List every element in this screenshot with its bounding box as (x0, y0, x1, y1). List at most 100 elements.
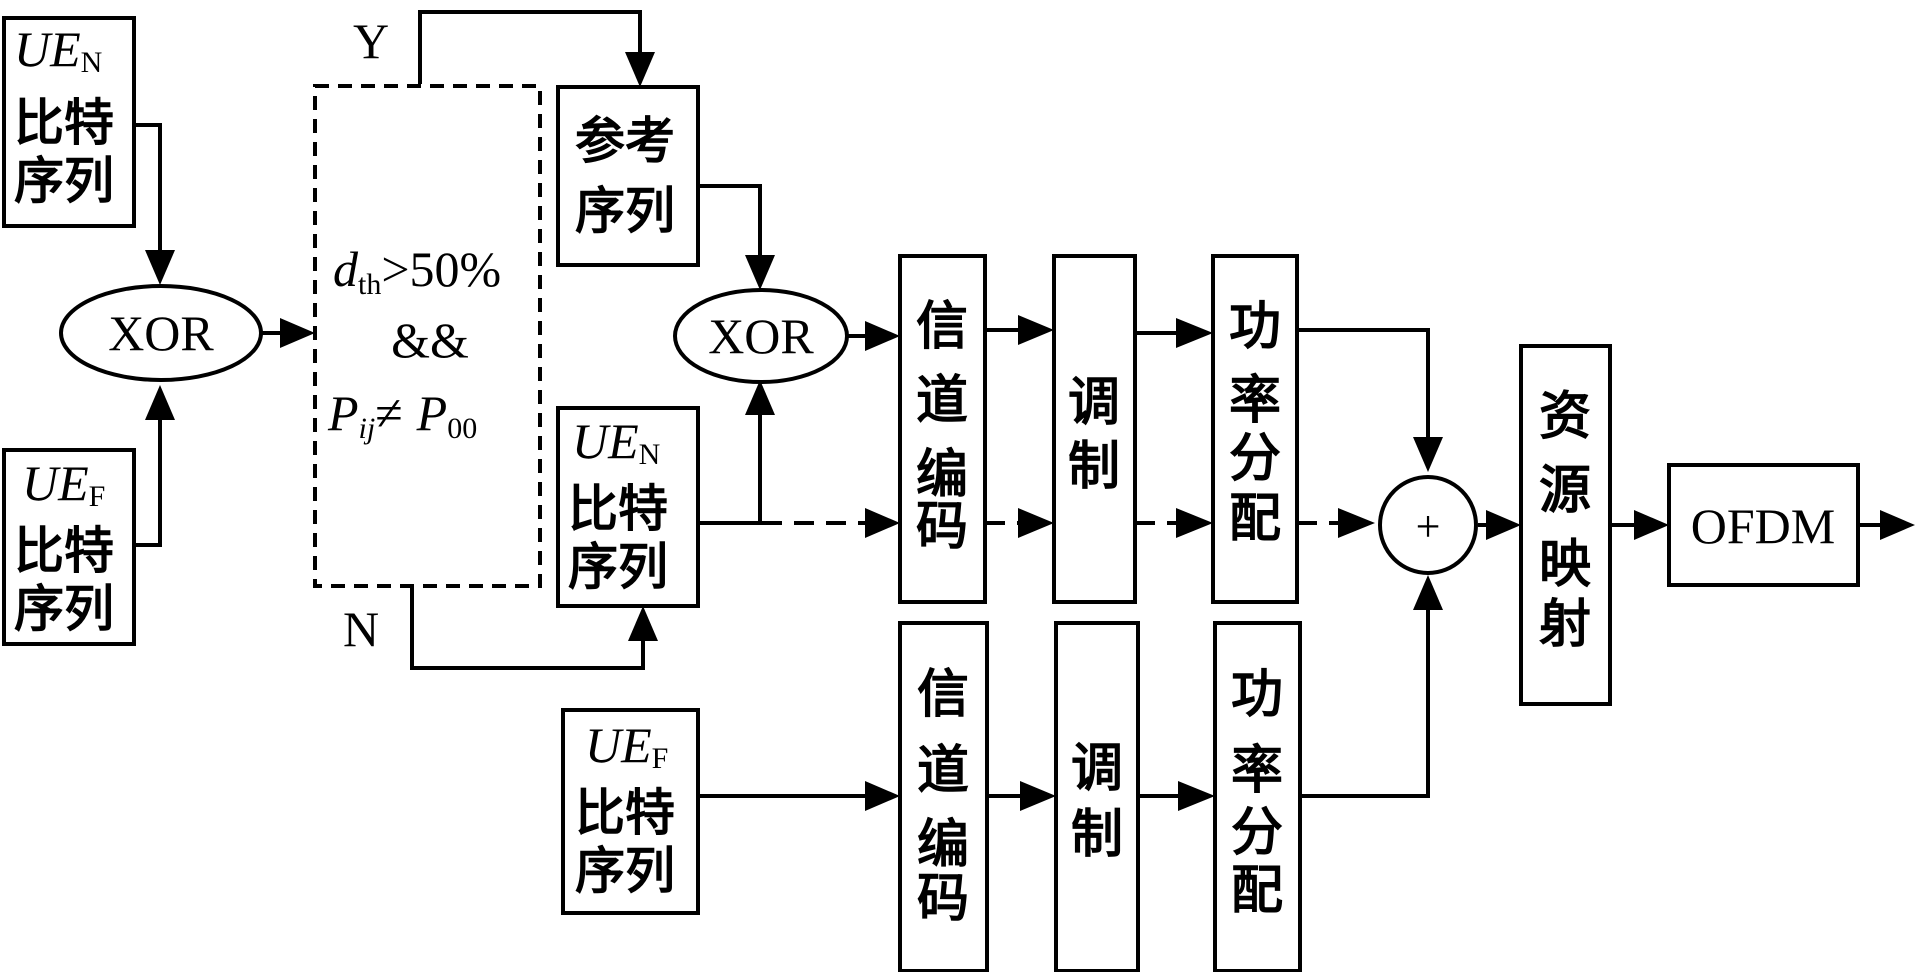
coding-char: 信 (916, 297, 968, 357)
arrowhead (865, 781, 900, 811)
bit-label: 比特 (575, 784, 675, 842)
power-char: 配 (1229, 489, 1281, 549)
bit-label: 比特 (14, 94, 114, 152)
arrowhead (1880, 510, 1915, 540)
branch-no-label: N (343, 601, 379, 657)
power-char: 分 (1231, 803, 1283, 863)
arrowhead (1018, 315, 1054, 345)
ue-sub-label: F (89, 480, 106, 513)
ue-sub-label: N (81, 46, 103, 79)
ofdm-block: OFDM (1667, 463, 1860, 587)
arrowhead (1178, 781, 1215, 811)
bit-label: 比特 (568, 480, 668, 538)
bit-label: 比特 (14, 522, 114, 580)
xor-label: XOR (708, 308, 814, 364)
arrowhead (145, 385, 175, 420)
adder-symbol: + (1416, 502, 1441, 551)
power-char: 配 (1231, 861, 1283, 921)
ue-sub-label: F (652, 742, 669, 775)
condition-d: d (333, 241, 359, 297)
arrowhead (280, 318, 315, 348)
edge-uef-left-to-xor1 (134, 415, 162, 547)
connectors (108, 10, 1915, 811)
power-char: 功 (1229, 297, 1281, 357)
power-char: 功 (1231, 665, 1283, 725)
arrowhead (1634, 510, 1669, 540)
coding-char: 码 (917, 869, 969, 929)
coding-char: 编 (917, 815, 969, 875)
arrowhead (1020, 781, 1056, 811)
edge-no-to-uen-mid (410, 586, 645, 670)
mapping-char: 射 (1539, 595, 1591, 655)
edge-uen-mid-to-xor2 (698, 410, 762, 525)
edge-reference-to-xor2 (698, 184, 762, 260)
svg-text:dth>50%: dth>50% (333, 241, 501, 301)
ofdm-label: OFDM (1691, 498, 1835, 554)
channel-coding-top: 信 道 编 码 (898, 254, 987, 604)
condition-p-sub: ij (359, 412, 376, 445)
condition-p2: P (416, 385, 448, 441)
mapping-char: 映 (1539, 535, 1591, 595)
coding-char: 码 (916, 497, 968, 557)
arrowhead (865, 321, 900, 351)
channel-coding-bottom: 信 道 编 码 (898, 621, 989, 972)
condition-and: && (391, 312, 469, 368)
ue-main-label: UE (22, 455, 89, 511)
sequence-label: 序列 (14, 580, 114, 638)
uen-bit-sequence-mid: UEN 比特 序列 (556, 406, 700, 608)
condition-threshold: >50% (381, 241, 501, 297)
arrowhead (1413, 575, 1443, 610)
mapping-char: 资 (1539, 387, 1591, 447)
power-allocation-top: 功 率 分 配 (1211, 254, 1299, 604)
uef-bit-sequence-bottom: UEF 比特 序列 (561, 708, 700, 915)
arrowhead (745, 380, 775, 415)
coding-char: 道 (917, 741, 969, 801)
arrowhead (1338, 508, 1375, 538)
coding-char: 道 (916, 371, 968, 431)
mapping-char: 源 (1539, 461, 1591, 521)
adder-node: + (1378, 475, 1478, 575)
sequence-label: 序列 (14, 152, 114, 210)
svg-text:UEF: UEF (585, 717, 668, 775)
arrowhead (745, 255, 775, 290)
condition-block: dth>50% && Pij≠P00 (313, 84, 542, 588)
arrowhead (1413, 437, 1443, 472)
power-char: 率 (1229, 371, 1281, 431)
ue-main-label: UE (585, 717, 652, 773)
uef-bit-sequence-left: UEF 比特 序列 (2, 448, 136, 646)
reference-label: 参考 (575, 112, 675, 170)
arrowhead (1176, 318, 1213, 348)
arrowhead (628, 606, 658, 641)
arrowhead (1018, 508, 1054, 538)
arrowhead (865, 508, 900, 538)
arrowhead (145, 250, 175, 285)
arrowhead (625, 52, 655, 87)
uen-bit-sequence-left: UEN 比特 序列 (2, 16, 136, 228)
coding-char: 信 (917, 665, 969, 725)
svg-text:UEN: UEN (14, 21, 102, 79)
modulation-char: 制 (1071, 805, 1123, 865)
power-allocation-bottom: 功 率 分 配 (1213, 621, 1302, 972)
ue-sub-label: N (639, 438, 661, 471)
power-char: 分 (1229, 429, 1281, 489)
modulation-char: 制 (1068, 437, 1120, 497)
power-char: 率 (1231, 741, 1283, 801)
modulation-top: 调 制 (1052, 254, 1137, 604)
ue-main-label: UE (14, 21, 81, 77)
branch-yes-label: Y (353, 13, 389, 69)
edge-power-top-to-adder (1297, 328, 1430, 440)
reference-sequence: 参考 序列 (556, 85, 700, 267)
edge-power-bottom-to-adder (1300, 605, 1430, 798)
condition-p2-sub: 00 (447, 412, 477, 445)
svg-text:UEN: UEN (572, 413, 660, 471)
arrowhead (1486, 510, 1521, 540)
sequence-label: 序列 (575, 182, 675, 240)
sequence-label: 序列 (575, 842, 675, 900)
modulation-char: 调 (1071, 739, 1123, 799)
condition-neq: ≠ (375, 385, 402, 441)
svg-text:Pij≠P00: Pij≠P00 (327, 385, 477, 445)
resource-mapping: 资 源 映 射 (1519, 344, 1612, 706)
edge-yes-to-reference (418, 10, 642, 84)
